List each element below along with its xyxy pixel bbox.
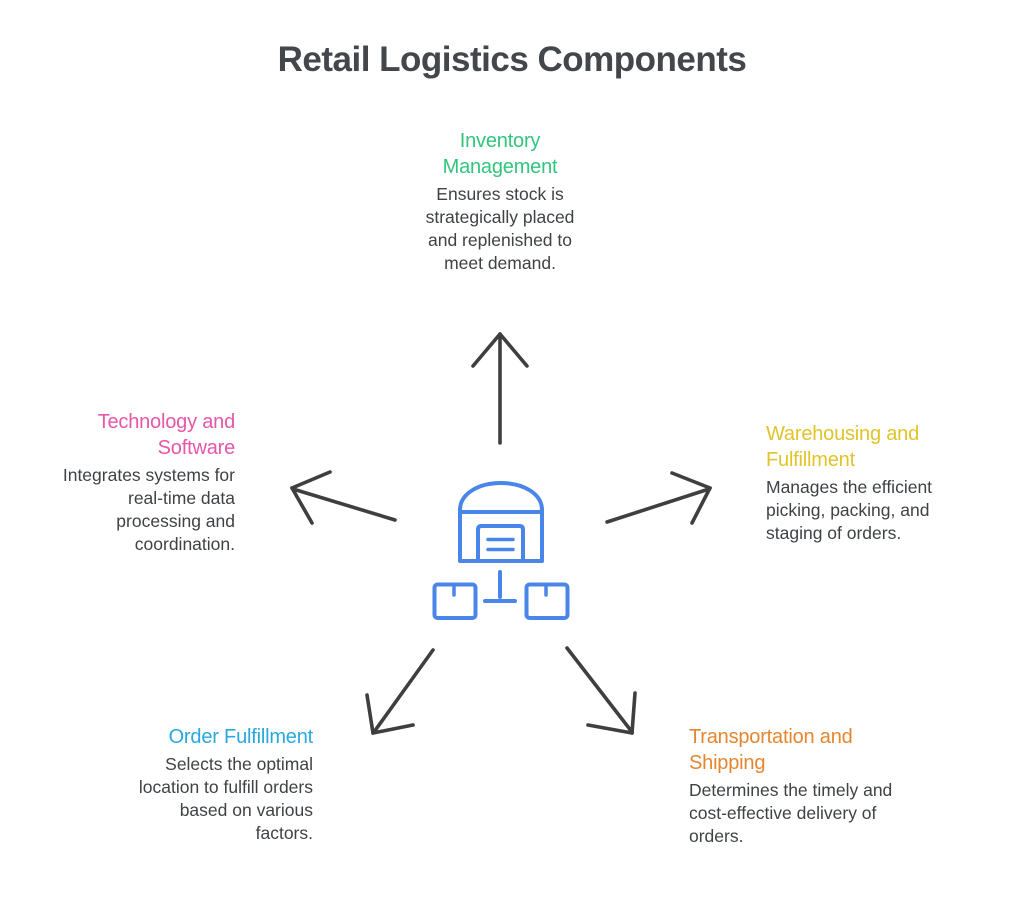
node-order-fulfillment: Order Fulfillment Selects the optimal lo… xyxy=(133,724,313,845)
warehouse-door xyxy=(476,524,525,563)
node-label: Transportation and Shipping xyxy=(689,726,853,774)
node-description: Ensures stock is strategically placed an… xyxy=(425,184,575,273)
node-inventory-management: Inventory Management Ensures stock is st… xyxy=(411,128,589,275)
node-description: Manages the efficient picking, packing, … xyxy=(766,477,933,543)
box-right-icon xyxy=(524,582,570,620)
node-warehousing-and-fulfillment: Warehousing and Fulfillment Manages the … xyxy=(766,421,971,545)
box-left-icon xyxy=(432,582,478,620)
node-label: Technology and Software xyxy=(97,411,236,459)
right-arrow-icon xyxy=(605,471,712,525)
diagram-title: Retail Logistics Components xyxy=(277,40,747,79)
distribution-stand xyxy=(483,570,517,603)
node-label: Order Fulfillment xyxy=(168,726,314,748)
warehouse-building-outline xyxy=(458,481,544,563)
node-description: Integrates systems for real-time data pr… xyxy=(62,465,235,554)
warehouse-door-slats xyxy=(486,537,515,552)
radial-arrows xyxy=(290,332,712,735)
node-technology-and-software: Technology and Software Integrates syste… xyxy=(55,409,235,556)
up-arrow-icon xyxy=(471,332,529,445)
node-description: Determines the timely and cost-effective… xyxy=(689,780,893,846)
left-arrow-icon xyxy=(290,470,397,525)
down-left-arrow-icon xyxy=(365,648,435,735)
node-description: Selects the optimal location to fulfill … xyxy=(138,754,313,843)
node-label: Inventory Management xyxy=(442,130,558,178)
node-transportation-and-shipping: Transportation and Shipping Determines t… xyxy=(689,724,894,848)
warehouse-icon xyxy=(432,481,570,620)
node-label: Warehousing and Fulfillment xyxy=(766,423,920,471)
down-right-arrow-icon xyxy=(565,646,637,735)
